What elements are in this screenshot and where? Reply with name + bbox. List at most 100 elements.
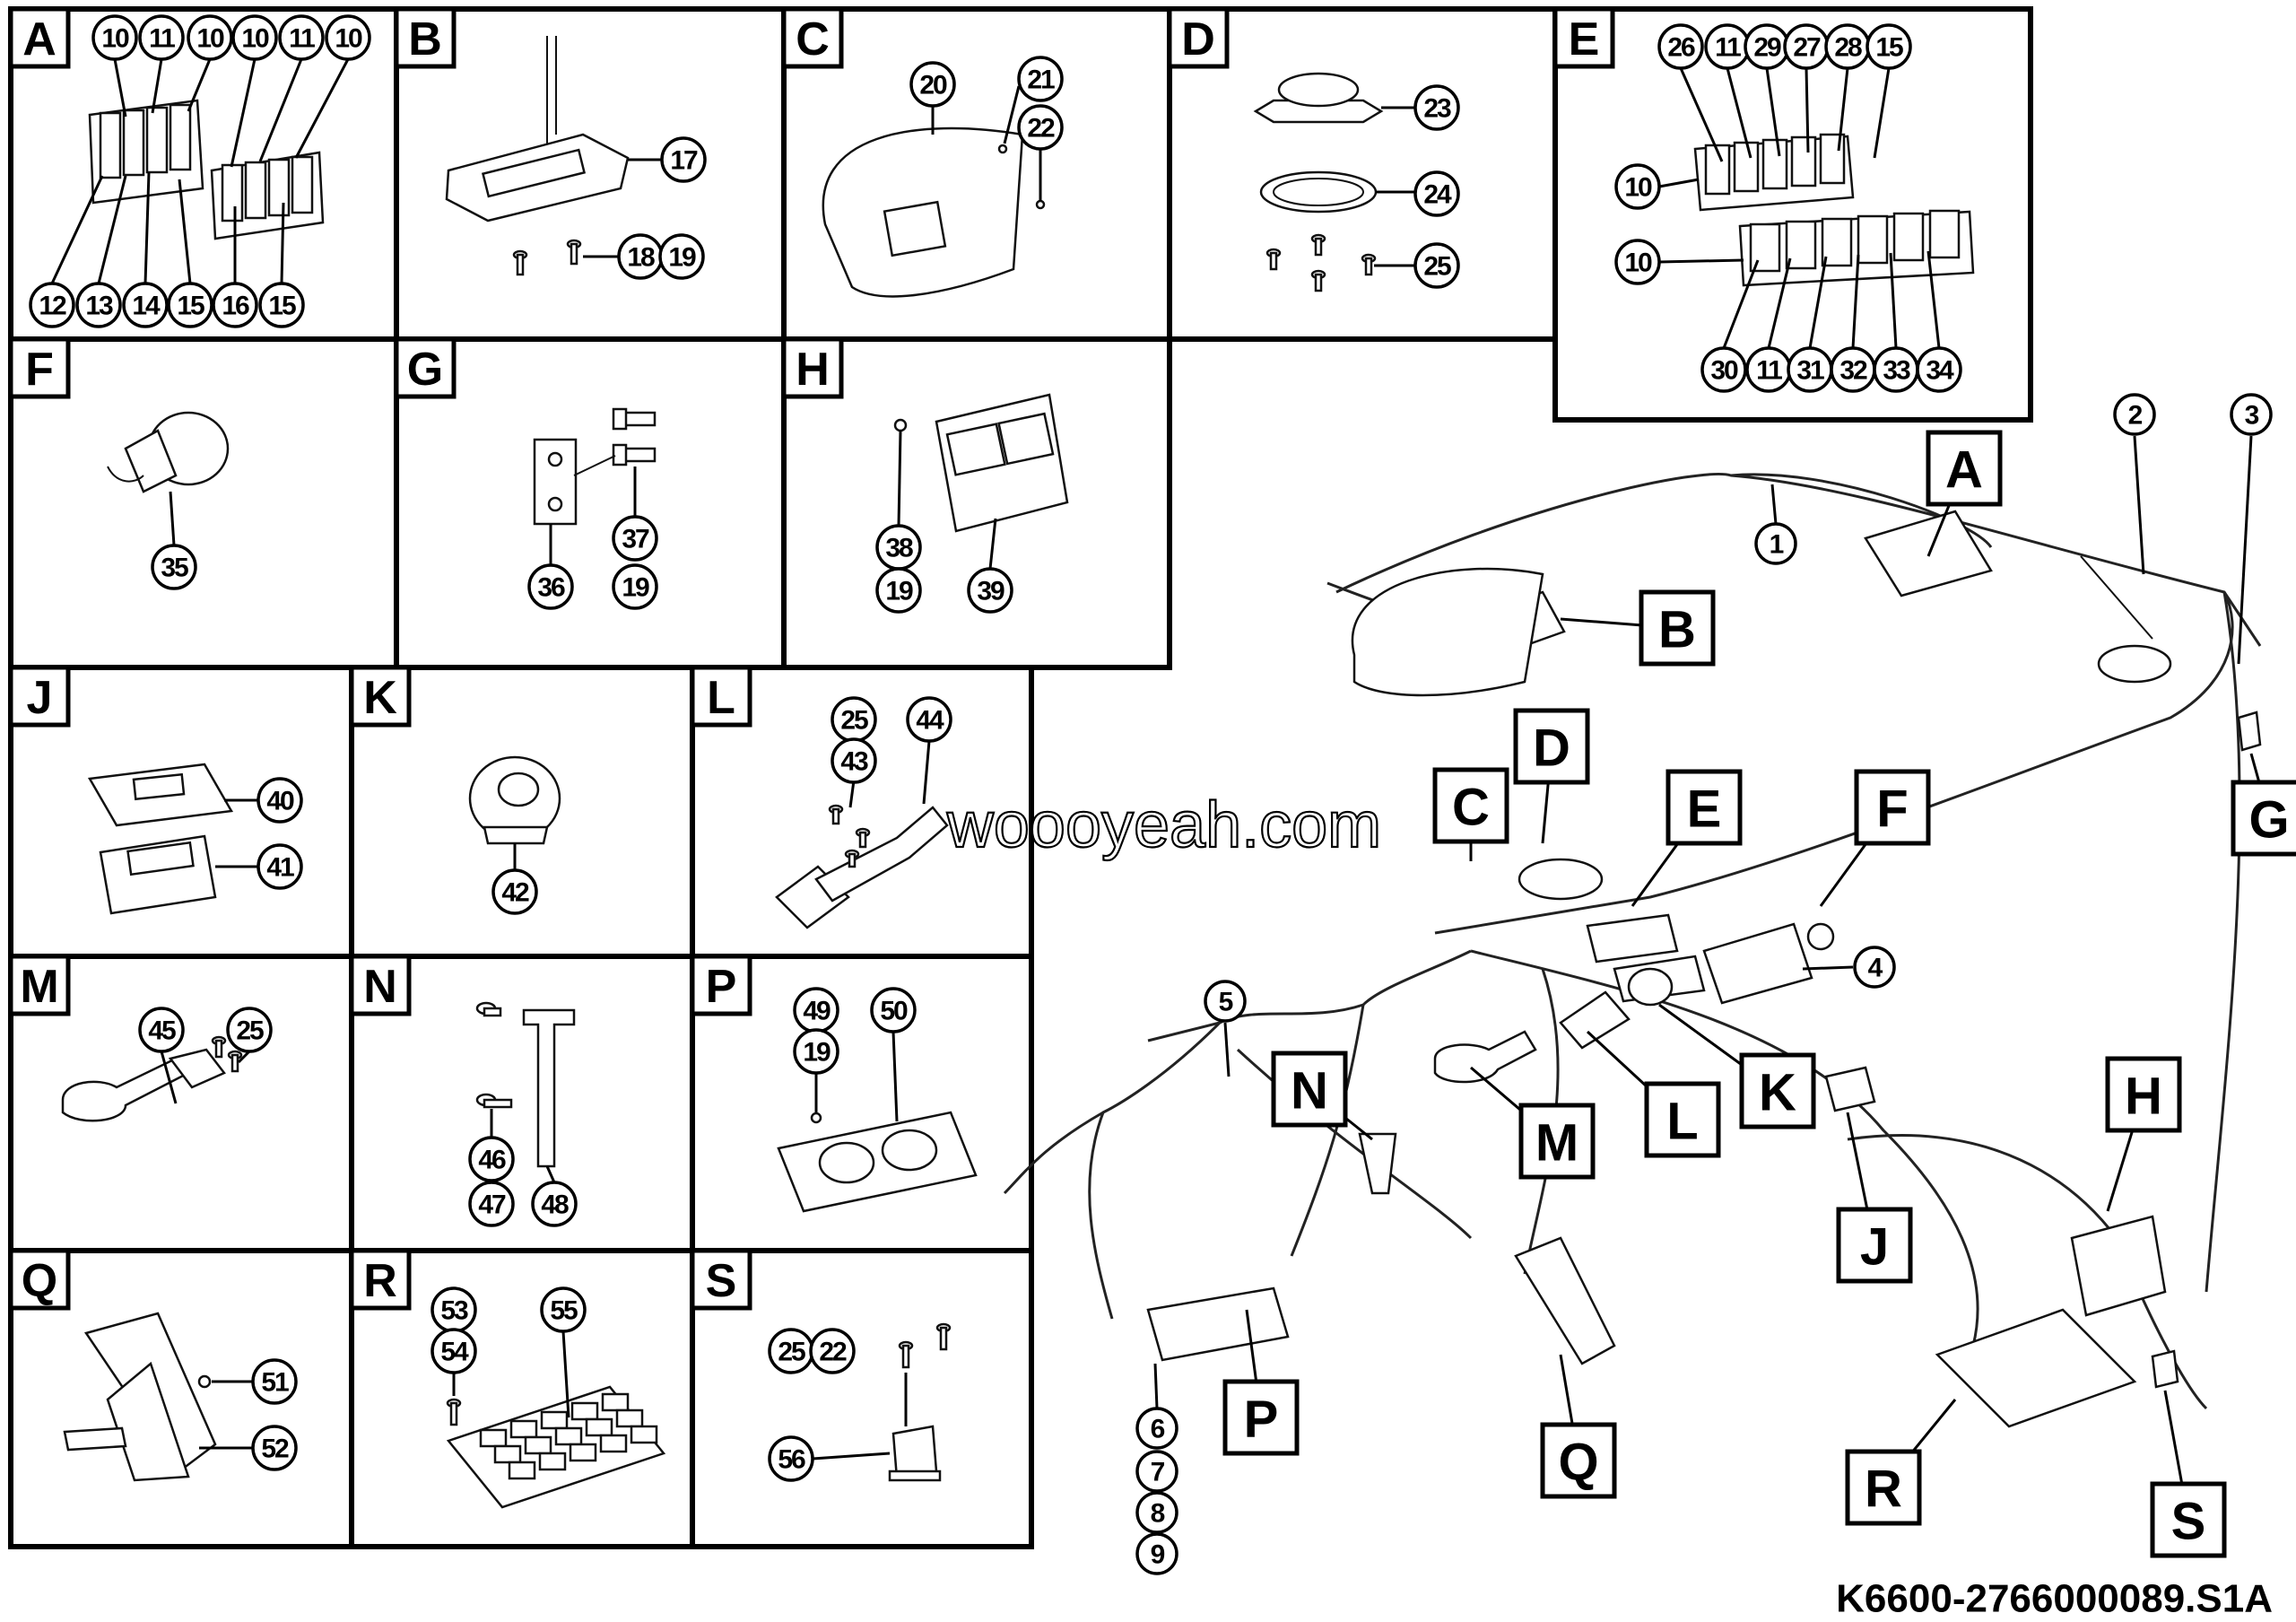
callout-25: 25: [768, 1328, 814, 1374]
callout-32: 32: [1830, 346, 1876, 393]
callout-number: 10: [196, 24, 224, 54]
ecu-label: [997, 412, 1055, 466]
leader-line: [294, 58, 350, 159]
socket-j: [1824, 1066, 1876, 1112]
callout-number: 10: [1624, 249, 1652, 278]
cell-letter: S: [706, 1255, 737, 1307]
bracket-g: [2237, 711, 2262, 752]
locator-l: L: [1586, 1030, 1721, 1158]
part-outline: [483, 1007, 502, 1017]
cell-letter-box: [690, 1248, 752, 1311]
callout-circle: [906, 696, 952, 743]
callout-circle: [1017, 104, 1064, 151]
callout-29: 29: [1744, 23, 1790, 70]
callout-10: 10: [1614, 239, 1661, 285]
leader-line: [1926, 250, 1941, 349]
cell-parts: [533, 407, 657, 565]
locator-box: [2231, 780, 2296, 857]
callout-8: 8: [1135, 1491, 1178, 1534]
callout-35: 35: [151, 544, 197, 590]
part-outline: [107, 466, 144, 483]
relay-block: [509, 1419, 538, 1439]
switch-rocker: [145, 106, 169, 174]
leader-line: [848, 780, 856, 808]
panel-opening: [132, 772, 186, 801]
leader-line: [1003, 85, 1021, 144]
callout-number: 10: [1624, 173, 1652, 203]
callout-33: 33: [1873, 346, 1919, 393]
locator-letter: E: [1687, 780, 1722, 839]
leader-line: [1765, 67, 1781, 157]
callout-number: 19: [622, 573, 649, 603]
screw-shank: [848, 852, 857, 868]
leader-line: [237, 1050, 251, 1064]
locator-letter: M: [1535, 1114, 1578, 1173]
locator-box: [1665, 769, 1743, 846]
callout-45: 45: [138, 1007, 185, 1053]
callout-9: 9: [1135, 1532, 1178, 1575]
callout-number: 49: [803, 997, 831, 1026]
leader-line: [897, 430, 902, 527]
cell-letter-box: [1167, 6, 1230, 69]
callout-41: 41: [257, 843, 303, 890]
callout-circle: [1700, 346, 1747, 393]
cell-letter-box: [690, 954, 752, 1016]
callout-37: 37: [612, 515, 658, 562]
callout-number: 42: [501, 878, 529, 908]
cell-letter: H: [796, 344, 830, 396]
screw-icon: [227, 1050, 243, 1073]
cell-letter: C: [796, 13, 830, 65]
callout-number: 22: [1027, 114, 1055, 144]
callout-number: 6: [1151, 1415, 1165, 1444]
callout-49: 49: [793, 987, 839, 1033]
callout-number: 11: [289, 24, 315, 54]
callout-circle: [75, 282, 122, 328]
callout-number: 26: [1667, 33, 1695, 63]
wiper-switch-l: [1559, 990, 1631, 1050]
locator-box: [1926, 430, 2003, 507]
leader-line: [1837, 67, 1849, 152]
locator-h: H: [2105, 1056, 2182, 1212]
screw-icon: [512, 249, 528, 276]
callout-22: 22: [1017, 104, 1064, 151]
leader-line: [1805, 67, 1810, 153]
callout-number: 34: [1926, 356, 1954, 386]
switch-rocker: [1928, 209, 1961, 259]
callout-number: 28: [1834, 33, 1862, 63]
callout-circle: [468, 1181, 515, 1227]
leader-line: [1889, 252, 1898, 349]
locator-m: M: [1470, 1066, 1596, 1180]
switch-rocker: [1892, 212, 1925, 262]
locator-box: [1540, 1422, 1617, 1499]
callout-number: 19: [668, 243, 696, 273]
callout-circle: [875, 567, 922, 614]
screw-icon: [935, 1322, 952, 1351]
callout-circle: [1614, 239, 1661, 285]
relay-block: [538, 1452, 567, 1471]
switch-rocker: [169, 103, 192, 171]
callout-circle: [468, 1136, 515, 1182]
locator-box: [1518, 1103, 1596, 1180]
leader-line: [1726, 67, 1752, 159]
cell-parts: [87, 763, 258, 915]
switch-rocker: [1857, 214, 1889, 265]
locator-box: [1644, 1081, 1721, 1158]
callout-number: 17: [670, 146, 698, 176]
callout-19: 19: [658, 233, 705, 280]
callout-number: 10: [335, 24, 362, 54]
part-outline: [612, 407, 628, 431]
callout-circle: [251, 1358, 298, 1405]
pedal-q: [1514, 1236, 1616, 1365]
ecu-label: [945, 423, 1006, 476]
locator-letter: C: [1452, 779, 1490, 837]
callout-34: 34: [1916, 346, 1962, 393]
locator-box: [1845, 1449, 1922, 1526]
